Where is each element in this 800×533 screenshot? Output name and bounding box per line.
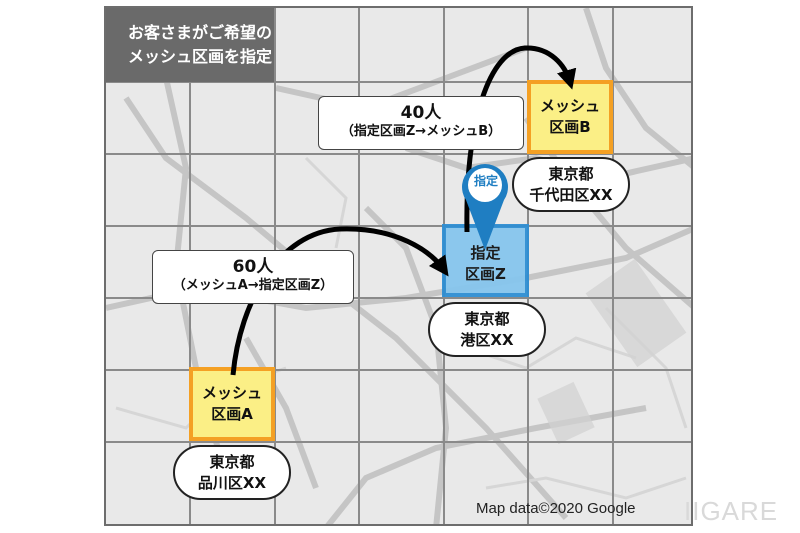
title-banner: お客さまがご希望の メッシュ区画を指定: [106, 8, 274, 82]
map-area: お客さまがご希望の メッシュ区画を指定: [104, 6, 693, 526]
map-roads-background: [106, 8, 691, 524]
watermark-logo: IIGARE: [684, 496, 779, 526]
title-line-1: お客さまがご希望の: [128, 23, 273, 42]
title-line-2: メッシュ区画を指定: [128, 47, 273, 66]
